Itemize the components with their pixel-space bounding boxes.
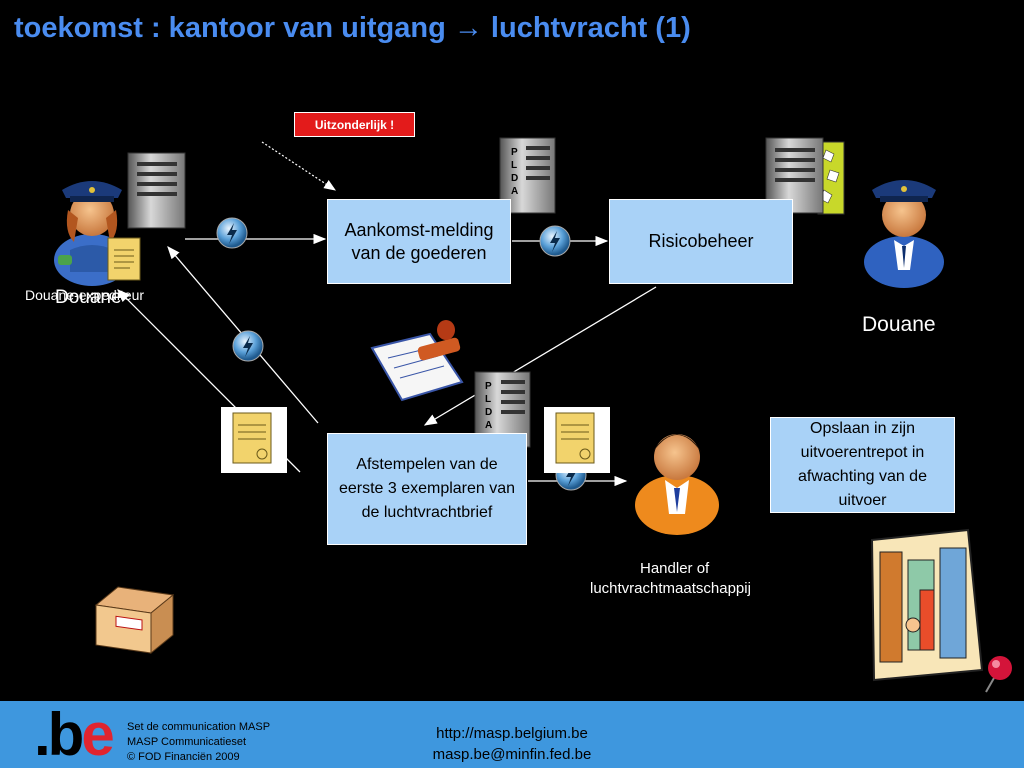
pushpin-icon [985, 656, 1012, 693]
arrow-risico-to-afstempelen [423, 286, 657, 426]
package-icon [94, 586, 175, 655]
belgium-logo: .be [34, 701, 115, 768]
plda-letter: A [511, 186, 518, 197]
actor-label-handler-line2: luchtvrachtmaatschappij [590, 580, 751, 597]
footer-line2: MASP Communicatieset [127, 736, 247, 748]
plda-letter: A [485, 420, 492, 431]
lightning-icon [232, 330, 264, 362]
opslaan-box: Opslaan in zijn uitvoerentrepot in afwac… [770, 417, 955, 513]
warehouse-icon [870, 528, 984, 682]
plda-letter: L [485, 394, 491, 405]
slide-title: toekomst : kantoor van uitgang → luchtvr… [14, 12, 691, 44]
document-icon [221, 407, 287, 473]
footer-line3: © FOD Financiën 2009 [127, 751, 240, 763]
aankomst-label: Aankomst-melding van de goederen [344, 219, 494, 263]
plda-letter: L [511, 160, 517, 171]
afstempelen-box: Afstempelen van de eerste 3 exemplaren v… [327, 433, 527, 545]
document-icon [107, 237, 141, 281]
aankomst-box: Aankomst-melding van de goederen [327, 199, 511, 284]
footer-email[interactable]: masp.be@minfin.fed.be [432, 746, 592, 763]
alert-badge: Uitzonderlijk ! [294, 112, 415, 137]
plda-letter: P [485, 381, 492, 392]
dotted-connector [261, 141, 337, 191]
footer-url[interactable]: http://masp.belgium.be [436, 725, 588, 742]
afstempelen-label: Afstempelen van de eerste 3 exemplaren v… [338, 456, 516, 521]
actor-label-douane-right: Douane [862, 313, 936, 336]
server-icon [127, 152, 186, 229]
footer-bar [0, 701, 1024, 768]
risicobeheer-box: Risicobeheer [609, 199, 793, 284]
document-icon [544, 407, 610, 473]
plda-letter: D [485, 407, 492, 418]
actor-label-handler-line1: Handler of [640, 560, 710, 577]
footer-credits: Set de communication MASP MASP Communica… [127, 720, 270, 765]
server-papers-icon [765, 137, 845, 215]
opslaan-label: Opslaan in zijn uitvoerentrepot in afwac… [798, 420, 927, 509]
footer-line1: Set de communication MASP [127, 721, 271, 733]
handler-person-icon [635, 434, 719, 535]
actor-label-expediteur: Douane-expediteur [25, 287, 145, 303]
actor-label-douane-left: Douane [55, 287, 122, 308]
footer-contact: http://masp.belgium.be masp.be@minfin.fe… [402, 723, 622, 765]
plda-letter: P [511, 147, 518, 158]
plda-letter: D [511, 173, 518, 184]
lightning-icon [216, 217, 248, 249]
lightning-icon [539, 225, 571, 257]
stamp-document-icon [370, 320, 464, 402]
customs-officer-icon [864, 180, 944, 288]
risicobeheer-label: Risicobeheer [648, 231, 754, 251]
